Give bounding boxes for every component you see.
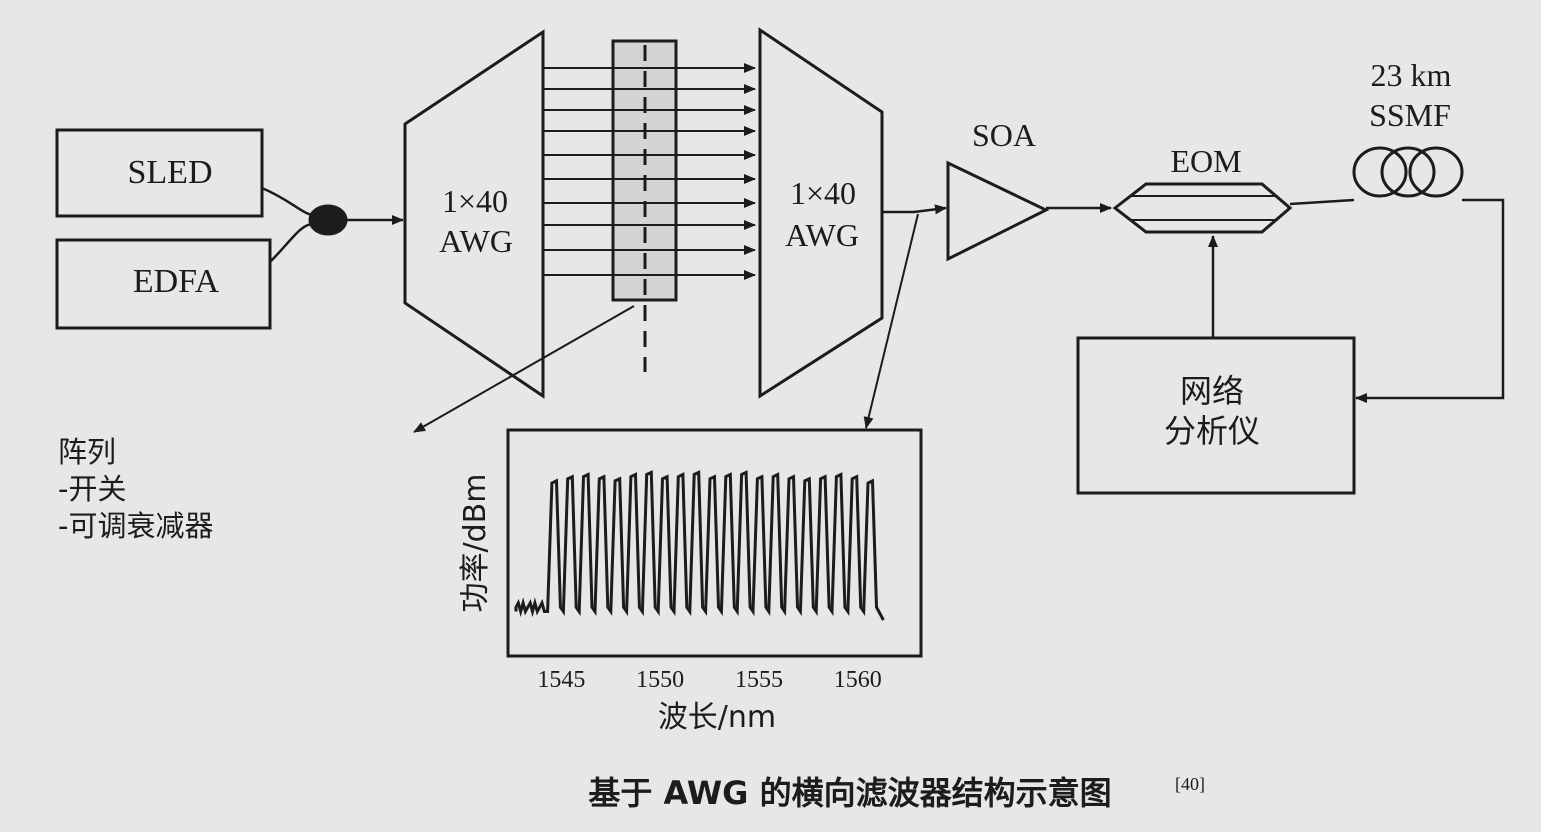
spectrum-xlabel: 波长/nm	[658, 700, 776, 735]
network-analyzer-box	[1076, 336, 1356, 495]
awg1-label-line1: 1×40	[442, 183, 508, 219]
array-note-line3: -可调衰减器	[58, 509, 213, 543]
sled-box	[55, 128, 264, 218]
spectrum-xtick-label: 1545	[537, 667, 585, 693]
coupler-icon	[308, 204, 348, 236]
spectrum-plot-frame	[506, 428, 923, 658]
awg1-trapezoid	[403, 29, 545, 399]
figure-caption: 基于 AWG 的横向滤波器结构示意图	[588, 774, 1111, 812]
spectrum-xticks: 1545 1550 1555 1560	[537, 667, 881, 693]
spectrum-trace	[514, 470, 885, 621]
fiber-length-label: 23 km	[1371, 57, 1452, 93]
analyzer-label-line1: 网络	[1180, 372, 1244, 410]
awg2-label-line1: 1×40	[790, 175, 856, 211]
soa-label: SOA	[972, 117, 1036, 153]
fiber-to-analyzer-line	[1355, 198, 1505, 403]
awg1-label-line2: AWG	[439, 223, 513, 259]
awg2-trapezoid	[758, 27, 884, 399]
spectrum-xtick-label: 1555	[735, 667, 783, 693]
fiber-type-label: SSMF	[1369, 97, 1451, 133]
spectrum-xtick-label: 1550	[636, 667, 684, 693]
sled-label: SLED	[128, 154, 213, 191]
spectrum-pointer-arrow	[863, 213, 919, 429]
spectrum-ylabel: 功率/dBm	[458, 474, 493, 613]
fiber-spool-icon	[1352, 146, 1464, 198]
analyzer-label-line2: 分析仪	[1164, 412, 1260, 450]
array-pointer-arrow	[413, 305, 635, 433]
awg2-label-line2: AWG	[785, 217, 859, 253]
edfa-box	[55, 238, 272, 330]
awg2-to-soa-line	[882, 204, 947, 215]
array-note-line2: -开关	[58, 472, 126, 506]
eom-label: EOM	[1170, 143, 1241, 179]
combiner-lines	[261, 186, 313, 263]
edfa-label: EDFA	[133, 263, 220, 300]
eom-to-fiber-line	[1289, 198, 1355, 206]
eom-modulator	[1112, 182, 1293, 234]
spectrum-xtick-label: 1560	[834, 667, 882, 693]
soa-triangle	[946, 160, 1050, 262]
figure-caption-ref: [40]	[1175, 774, 1205, 794]
array-note-line1: 阵列	[58, 435, 116, 469]
